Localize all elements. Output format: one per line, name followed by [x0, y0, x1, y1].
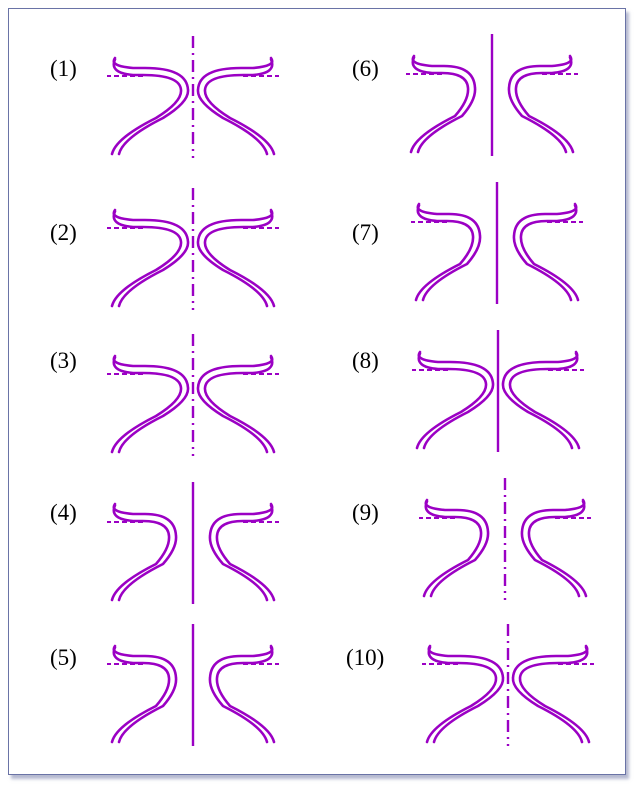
- left-linkage: [107, 58, 188, 154]
- panel-1: (1): [50, 36, 279, 158]
- right-strand: [198, 58, 272, 154]
- left-linkage: [107, 504, 176, 600]
- right-strand: [217, 647, 274, 742]
- left-strand: [114, 58, 188, 154]
- right-strand: [513, 646, 587, 742]
- left-strand: [112, 59, 181, 154]
- left-linkage: [422, 646, 503, 742]
- left-linkage: [411, 204, 480, 300]
- left-linkage: [406, 56, 475, 152]
- right-strand: [198, 356, 272, 452]
- panel-label: (10): [346, 645, 384, 670]
- panel-7: (7): [352, 182, 583, 304]
- right-strand: [521, 205, 578, 300]
- panel-8: (8): [352, 330, 584, 452]
- right-linkage: [198, 356, 279, 452]
- panel-3: (3): [50, 334, 279, 456]
- right-strand: [205, 211, 274, 306]
- left-strand: [417, 353, 486, 448]
- panel-9: (9): [352, 478, 591, 600]
- right-strand: [217, 505, 274, 600]
- panel-2: (2): [50, 188, 279, 310]
- right-linkage: [198, 58, 279, 154]
- panel-label: (7): [352, 220, 379, 245]
- right-linkage: [522, 500, 591, 596]
- right-strand: [510, 353, 579, 448]
- panel-label: (4): [50, 500, 77, 525]
- right-strand: [516, 57, 573, 152]
- left-strand: [427, 647, 496, 742]
- right-linkage: [210, 504, 279, 600]
- panel-label: (9): [352, 500, 379, 525]
- left-strand: [112, 505, 169, 600]
- panel-label: (3): [50, 348, 77, 373]
- panel-label: (8): [352, 348, 379, 373]
- left-strand: [416, 205, 473, 300]
- left-strand: [114, 356, 188, 452]
- left-linkage: [107, 356, 188, 452]
- left-strand: [411, 57, 468, 152]
- left-strand: [112, 357, 181, 452]
- right-linkage: [514, 204, 583, 300]
- left-strand: [112, 647, 169, 742]
- panel-10: (10): [346, 624, 594, 746]
- panel-label: (1): [50, 56, 77, 81]
- left-strand: [112, 211, 181, 306]
- right-strand: [503, 352, 577, 448]
- left-linkage: [419, 500, 488, 596]
- right-linkage: [513, 646, 594, 742]
- left-linkage: [107, 646, 176, 742]
- right-linkage: [198, 210, 279, 306]
- right-strand: [198, 210, 272, 306]
- right-strand: [529, 501, 586, 596]
- panel-4: (4): [50, 482, 279, 604]
- left-linkage: [107, 210, 188, 306]
- left-linkage: [412, 352, 493, 448]
- left-strand: [114, 210, 188, 306]
- panel-6: (6): [352, 34, 578, 156]
- right-linkage: [509, 56, 578, 152]
- left-strand: [424, 501, 481, 596]
- right-linkage: [210, 646, 279, 742]
- left-strand: [419, 352, 493, 448]
- panel-label: (5): [50, 645, 77, 670]
- right-strand: [520, 647, 589, 742]
- right-strand: [205, 357, 274, 452]
- panel-label: (6): [352, 56, 379, 81]
- right-linkage: [503, 352, 584, 448]
- right-strand: [205, 59, 274, 154]
- panel-5: (5): [50, 624, 279, 746]
- left-strand: [429, 646, 503, 742]
- panel-label: (2): [50, 220, 77, 245]
